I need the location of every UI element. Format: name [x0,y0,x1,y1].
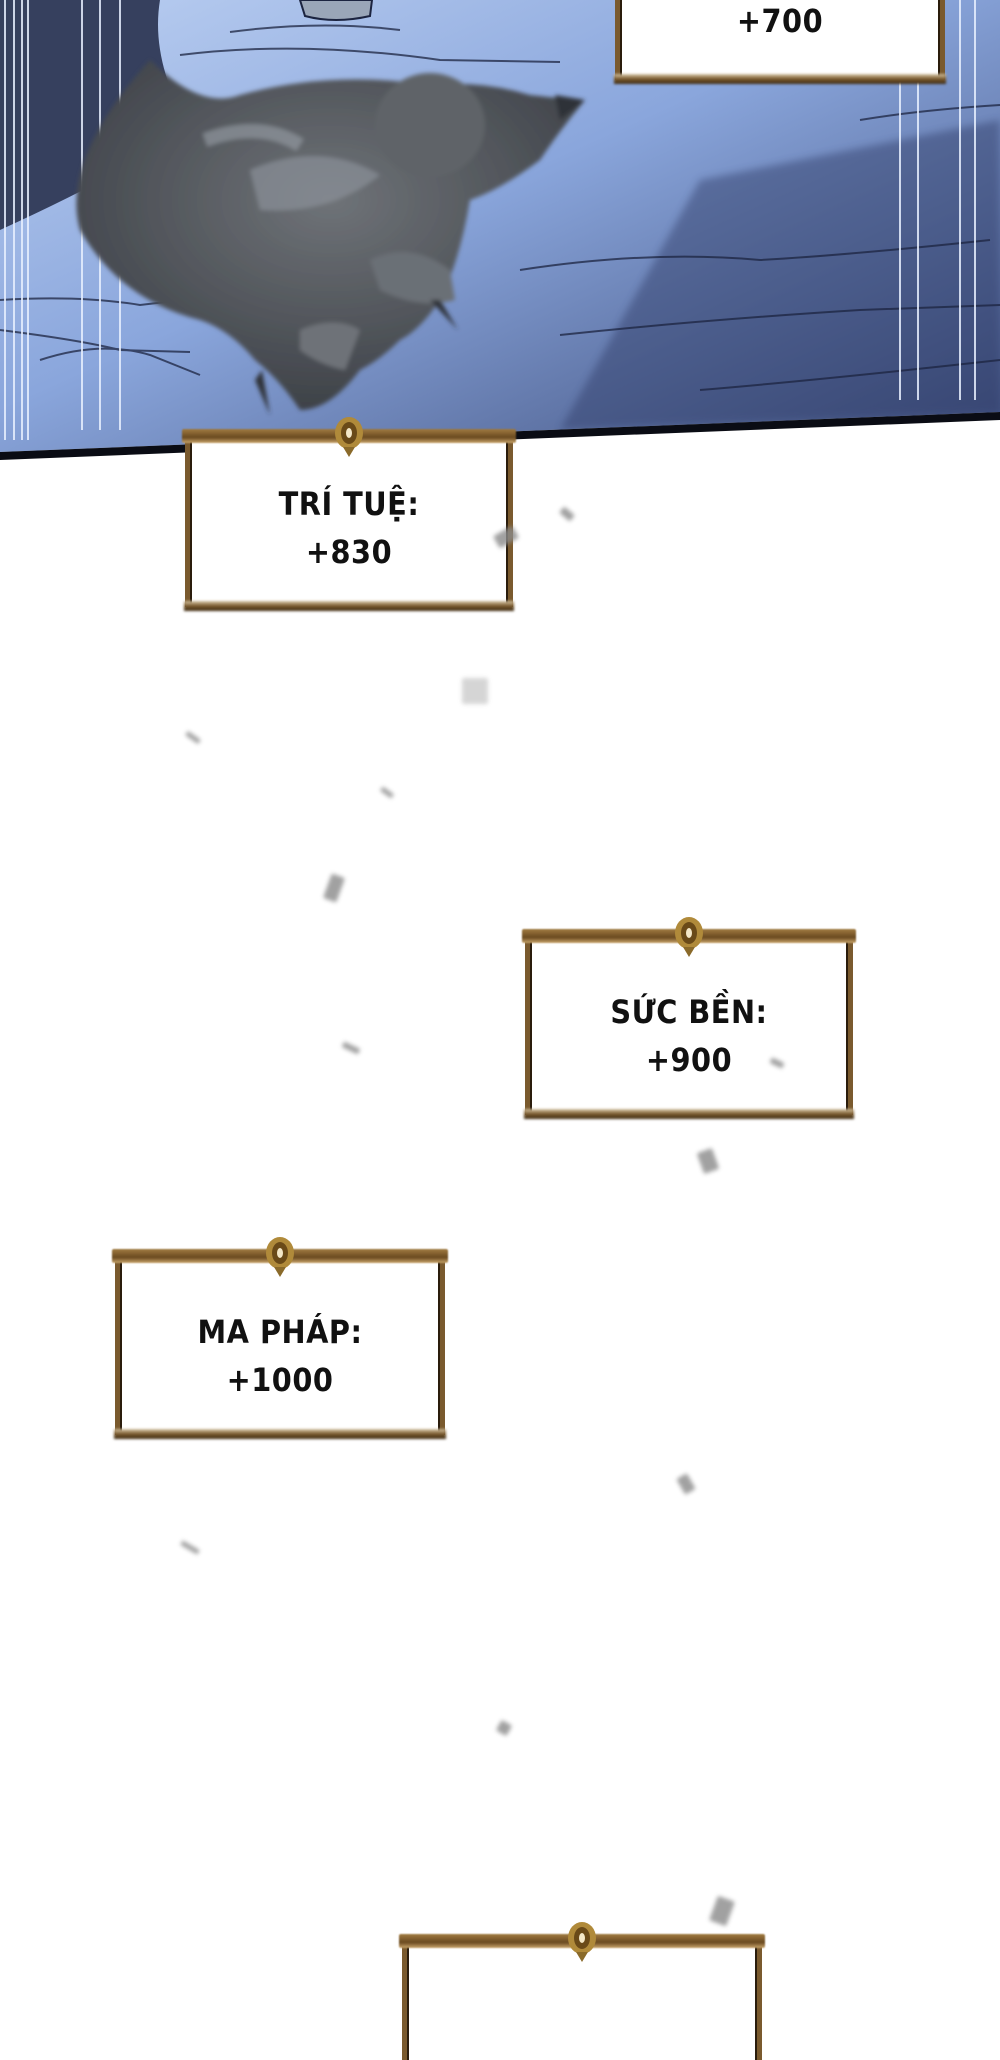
frame-bottom-bar [614,74,946,84]
stat-box-endurance: SỨC BỀN: +900 [522,917,856,1119]
debris-particle [379,786,395,799]
ornament-gem-icon [335,417,363,457]
ornament-gem-icon [675,917,703,957]
frame-bottom-bar [524,1109,854,1119]
creature-claw [76,60,585,415]
stat-box-partial-bottom [399,1922,765,2060]
stat-value: +700 [736,2,824,40]
frame-bottom-bar [114,1429,446,1439]
stat-label: TRÍ TUỆ: [278,485,420,523]
stat-box-magic: MA PHÁP: +1000 [112,1237,448,1439]
stat-label: SỨC BỀN: [610,993,768,1031]
debris-particle [495,1719,513,1737]
debris-particle [696,1147,720,1175]
stat-value: +1000 [226,1361,334,1399]
debris-particle [559,506,575,522]
ornament-gem-icon [266,1237,294,1277]
debris-particle [462,678,488,704]
ornament-gem-icon [568,1922,596,1962]
stat-value: +830 [305,533,393,571]
stat-label: MA PHÁP: [197,1313,363,1351]
debris-particle [322,873,346,903]
debris-particle [676,1473,696,1495]
debris-particle [341,1041,361,1055]
stat-box-partial-top: +700 [614,0,946,84]
frame-bottom-bar [184,601,514,611]
debris-particle [709,1895,735,1927]
stat-box-intelligence: TRÍ TUỆ: +830 [182,417,516,611]
debris-particle [180,1540,200,1555]
debris-particle [185,730,201,745]
stat-value: +900 [645,1041,733,1079]
